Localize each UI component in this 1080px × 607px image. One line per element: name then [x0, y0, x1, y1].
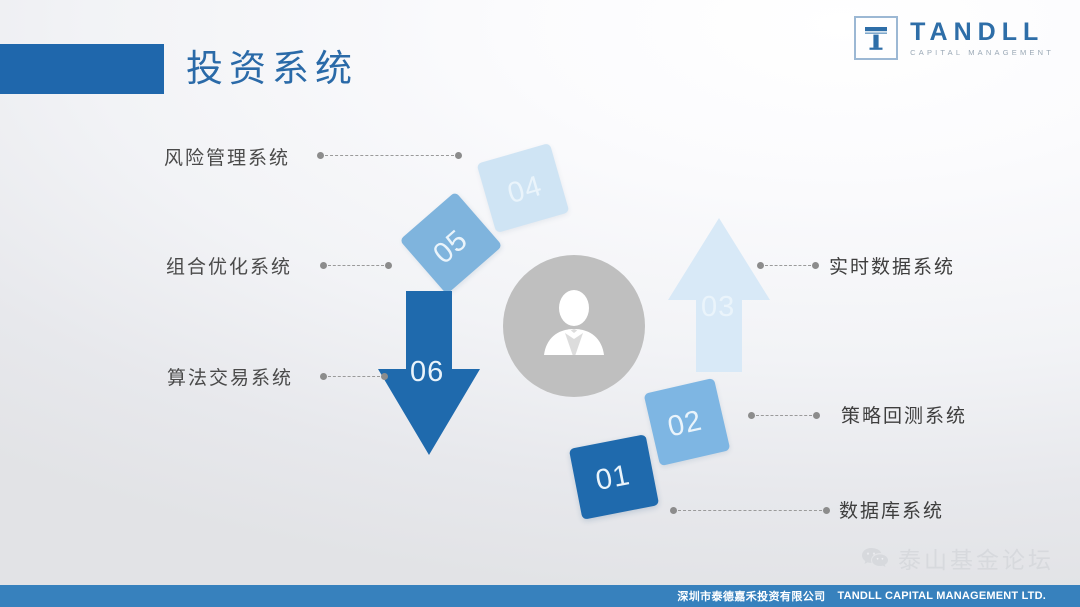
brand-logo: TANDLL CAPITAL MANAGEMENT: [854, 16, 1054, 60]
footer-bar: 深圳市泰德嘉禾投资有限公司 TANDLL CAPITAL MANAGEMENT …: [0, 585, 1080, 607]
connector-06: [320, 371, 388, 381]
connector-dot: [320, 261, 327, 269]
connector-dash: [678, 509, 822, 511]
node-shape-02[interactable]: [643, 377, 731, 467]
connector-dot: [320, 372, 327, 380]
node-label-06: 算法交易系统: [167, 367, 294, 389]
connector-dash: [328, 375, 380, 377]
title-accent-bar: [0, 44, 164, 94]
connector-dash: [328, 264, 384, 266]
connector-dot: [455, 151, 462, 159]
connector-dot: [823, 506, 830, 514]
node-label-02: 策略回测系统: [841, 405, 968, 427]
connector-dot: [812, 261, 819, 269]
connector-04: [317, 150, 462, 160]
node-label-03: 实时数据系统: [829, 256, 956, 278]
node-label-01: 数据库系统: [839, 500, 945, 522]
connector-dash: [325, 154, 454, 156]
connector-dot: [385, 261, 392, 269]
businessman-avatar-icon: [544, 290, 604, 359]
node-shape-05[interactable]: [399, 191, 503, 295]
connector-03: [757, 260, 819, 270]
connector-01: [670, 505, 830, 515]
wechat-icon: [862, 548, 888, 567]
connector-02: [748, 410, 820, 420]
watermark: 泰山基金论坛: [861, 541, 1054, 575]
connector-dash: [756, 414, 812, 416]
connector-dot: [381, 372, 388, 380]
footer-company-en: TANDLL CAPITAL MANAGEMENT LTD.: [837, 590, 1046, 602]
connector-dot: [748, 411, 755, 419]
connector-dot: [813, 411, 820, 419]
connector-dash: [765, 264, 811, 266]
page-title: 投资系统: [186, 47, 358, 90]
node-shape-04[interactable]: [476, 142, 570, 234]
connector-05: [320, 260, 392, 270]
logo-tagline: CAPITAL MANAGEMENT: [910, 48, 1054, 58]
node-label-05: 组合优化系统: [166, 256, 293, 278]
connector-dot: [670, 506, 677, 514]
center-hub: [503, 255, 645, 397]
node-shape-06[interactable]: [375, 287, 483, 462]
node-label-04: 风险管理系统: [164, 147, 291, 169]
node-shape-01[interactable]: [568, 434, 660, 520]
watermark-text: 泰山基金论坛: [898, 548, 1054, 574]
logo-name: TANDLL: [910, 17, 1045, 46]
tandll-t-monogram-icon: [854, 16, 899, 60]
node-shape-03[interactable]: [666, 216, 772, 381]
footer-company-cn: 深圳市泰德嘉禾投资有限公司: [677, 590, 826, 603]
connector-dot: [317, 151, 324, 159]
connector-dot: [757, 261, 764, 269]
